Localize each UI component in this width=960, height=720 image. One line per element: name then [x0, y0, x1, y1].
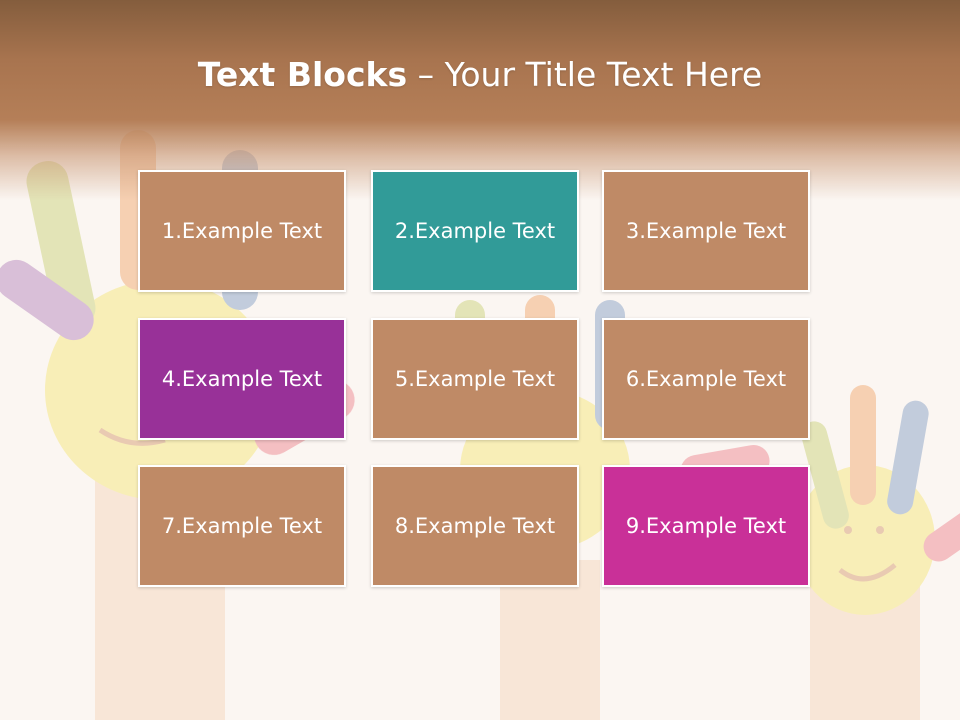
- text-block-label: 7.Example Text: [161, 514, 323, 538]
- header-band: [0, 0, 960, 200]
- text-block-1[interactable]: 1.Example Text: [138, 170, 346, 292]
- text-block-2[interactable]: 2.Example Text: [371, 170, 579, 292]
- text-block-label: 5.Example Text: [394, 367, 556, 391]
- text-block-3[interactable]: 3.Example Text: [602, 170, 810, 292]
- text-block-8[interactable]: 8.Example Text: [371, 465, 579, 587]
- text-block-grid: 1.Example Text 2.Example Text 3.Example …: [138, 170, 814, 594]
- text-block-label: 8.Example Text: [394, 514, 556, 538]
- text-block-label: 6.Example Text: [625, 367, 787, 391]
- text-block-label: 3.Example Text: [625, 219, 787, 243]
- text-block-4[interactable]: 4.Example Text: [138, 318, 346, 440]
- title-rest-part: – Your Title Text Here: [407, 55, 763, 94]
- text-block-label: 9.Example Text: [625, 514, 787, 538]
- slide-title: Text Blocks – Your Title Text Here: [0, 52, 960, 98]
- text-block-7[interactable]: 7.Example Text: [138, 465, 346, 587]
- text-block-label: 1.Example Text: [161, 219, 323, 243]
- text-block-6[interactable]: 6.Example Text: [602, 318, 810, 440]
- text-block-label: 2.Example Text: [394, 219, 556, 243]
- text-block-label: 4.Example Text: [161, 367, 323, 391]
- text-block-5[interactable]: 5.Example Text: [371, 318, 579, 440]
- title-bold-part: Text Blocks: [197, 55, 408, 94]
- text-block-9[interactable]: 9.Example Text: [602, 465, 810, 587]
